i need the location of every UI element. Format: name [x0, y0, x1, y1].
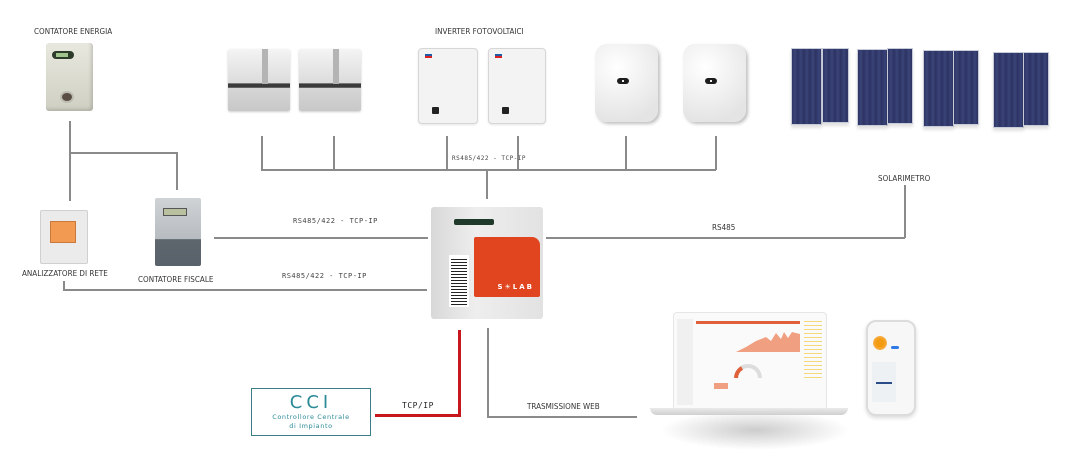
fiscal-meter-link-line [214, 237, 428, 239]
inverter-round-1 [595, 44, 658, 122]
cci-link-drop-line [458, 330, 461, 416]
solar-panel-2a [857, 49, 888, 126]
solar-panel-3b [953, 50, 979, 125]
solar-panel-1a [791, 48, 822, 125]
fiscal-meter-label: CONTATORE FISCALE [138, 275, 214, 284]
solab-front-panel: S☀LAB [474, 237, 540, 297]
dashboard-gauge [734, 364, 762, 379]
fiscal-link-protocol: RS485/422 - TCP-IP [293, 217, 378, 225]
solar-panel-4b [1023, 52, 1049, 126]
solarimeter-link-line [546, 237, 905, 239]
analyzer-drop-line [63, 281, 65, 291]
pv-inverters-label: INVERTER FOTOVOLTAICI [435, 27, 524, 36]
solar-panel-2b [887, 48, 913, 124]
inverter-sma-2 [488, 48, 546, 124]
inverter-bus-line [261, 169, 716, 171]
solab-datalogger: S☀LAB [431, 207, 543, 319]
inverter-drop-6 [715, 136, 717, 170]
laptop-screen [673, 312, 827, 412]
solar-panel-1b [822, 48, 849, 123]
web-link-drop-line [487, 328, 489, 417]
inverter-drop-3 [446, 136, 448, 170]
inverter-bus-protocol: RS485/422 - TCP-IP [452, 155, 527, 162]
inverter-drop-4 [517, 136, 519, 170]
energy-meter-device [46, 43, 93, 111]
meter-knob [60, 91, 74, 103]
solarimeter-drop-line [904, 185, 906, 238]
energy-meter-label: CONTATORE ENERGIA [34, 27, 113, 36]
dashboard-sidebar [677, 319, 693, 405]
web-link-line [487, 416, 637, 418]
energy-meter-drop-line [69, 121, 71, 201]
network-analyzer-label: ANALIZZATORE DI RETE [22, 269, 108, 278]
network-analyzer-device [40, 210, 88, 264]
fiscal-meter-device [155, 198, 201, 266]
inverter-round-2 [683, 44, 746, 122]
fiscal-meter-display [163, 208, 187, 216]
meter-display [52, 51, 74, 59]
inverter-drop-2 [333, 136, 335, 170]
inverter-drop-1 [261, 136, 263, 170]
analyzer-link-line [63, 289, 427, 291]
app-install-button [891, 346, 899, 349]
inverter-drop-5 [625, 136, 627, 170]
dashboard-bar-chart [714, 383, 728, 389]
inverter-silver-1 [228, 49, 290, 111]
web-transmission-label: TRASMISSIONE WEB [527, 402, 600, 411]
solab-barcode-label [449, 255, 469, 307]
app-sun-icon [873, 336, 887, 350]
inverter-bus-trunk [486, 169, 488, 199]
cci-link-protocol: TCP/IP [402, 401, 434, 410]
energy-meter-branch-line [69, 152, 177, 154]
solarimeter-label: SOLARIMETRO [878, 174, 931, 183]
inverter-sma-1 [418, 48, 478, 124]
solar-panel-3a [923, 50, 954, 127]
cci-line2: di Impianto [289, 422, 333, 430]
fiscal-meter-drop-line [176, 152, 178, 190]
solarimeter-link-protocol: RS485 [712, 223, 736, 232]
inverter-silver-2 [299, 49, 361, 111]
laptop-base [650, 408, 848, 415]
cci-box[interactable]: CCI Controllore Centrale di Impianto [251, 388, 371, 436]
solab-top-connector [454, 219, 494, 225]
smartphone [866, 320, 916, 416]
laptop-shadow [660, 410, 850, 450]
solab-logo: S☀LAB [497, 283, 534, 291]
cci-line1: Controllore Centrale [272, 413, 350, 421]
dashboard-right-list [804, 321, 822, 381]
app-preview-button [876, 382, 892, 384]
analyzer-link-protocol: RS485/422 - TCP-IP [282, 272, 367, 280]
dashboard-area-chart [696, 332, 800, 352]
dashboard-header-bar [696, 321, 800, 324]
cci-link-line [375, 414, 461, 417]
solar-panel-4a [993, 52, 1024, 128]
analyzer-display [50, 221, 76, 243]
cci-acronym: CCI [289, 392, 333, 413]
